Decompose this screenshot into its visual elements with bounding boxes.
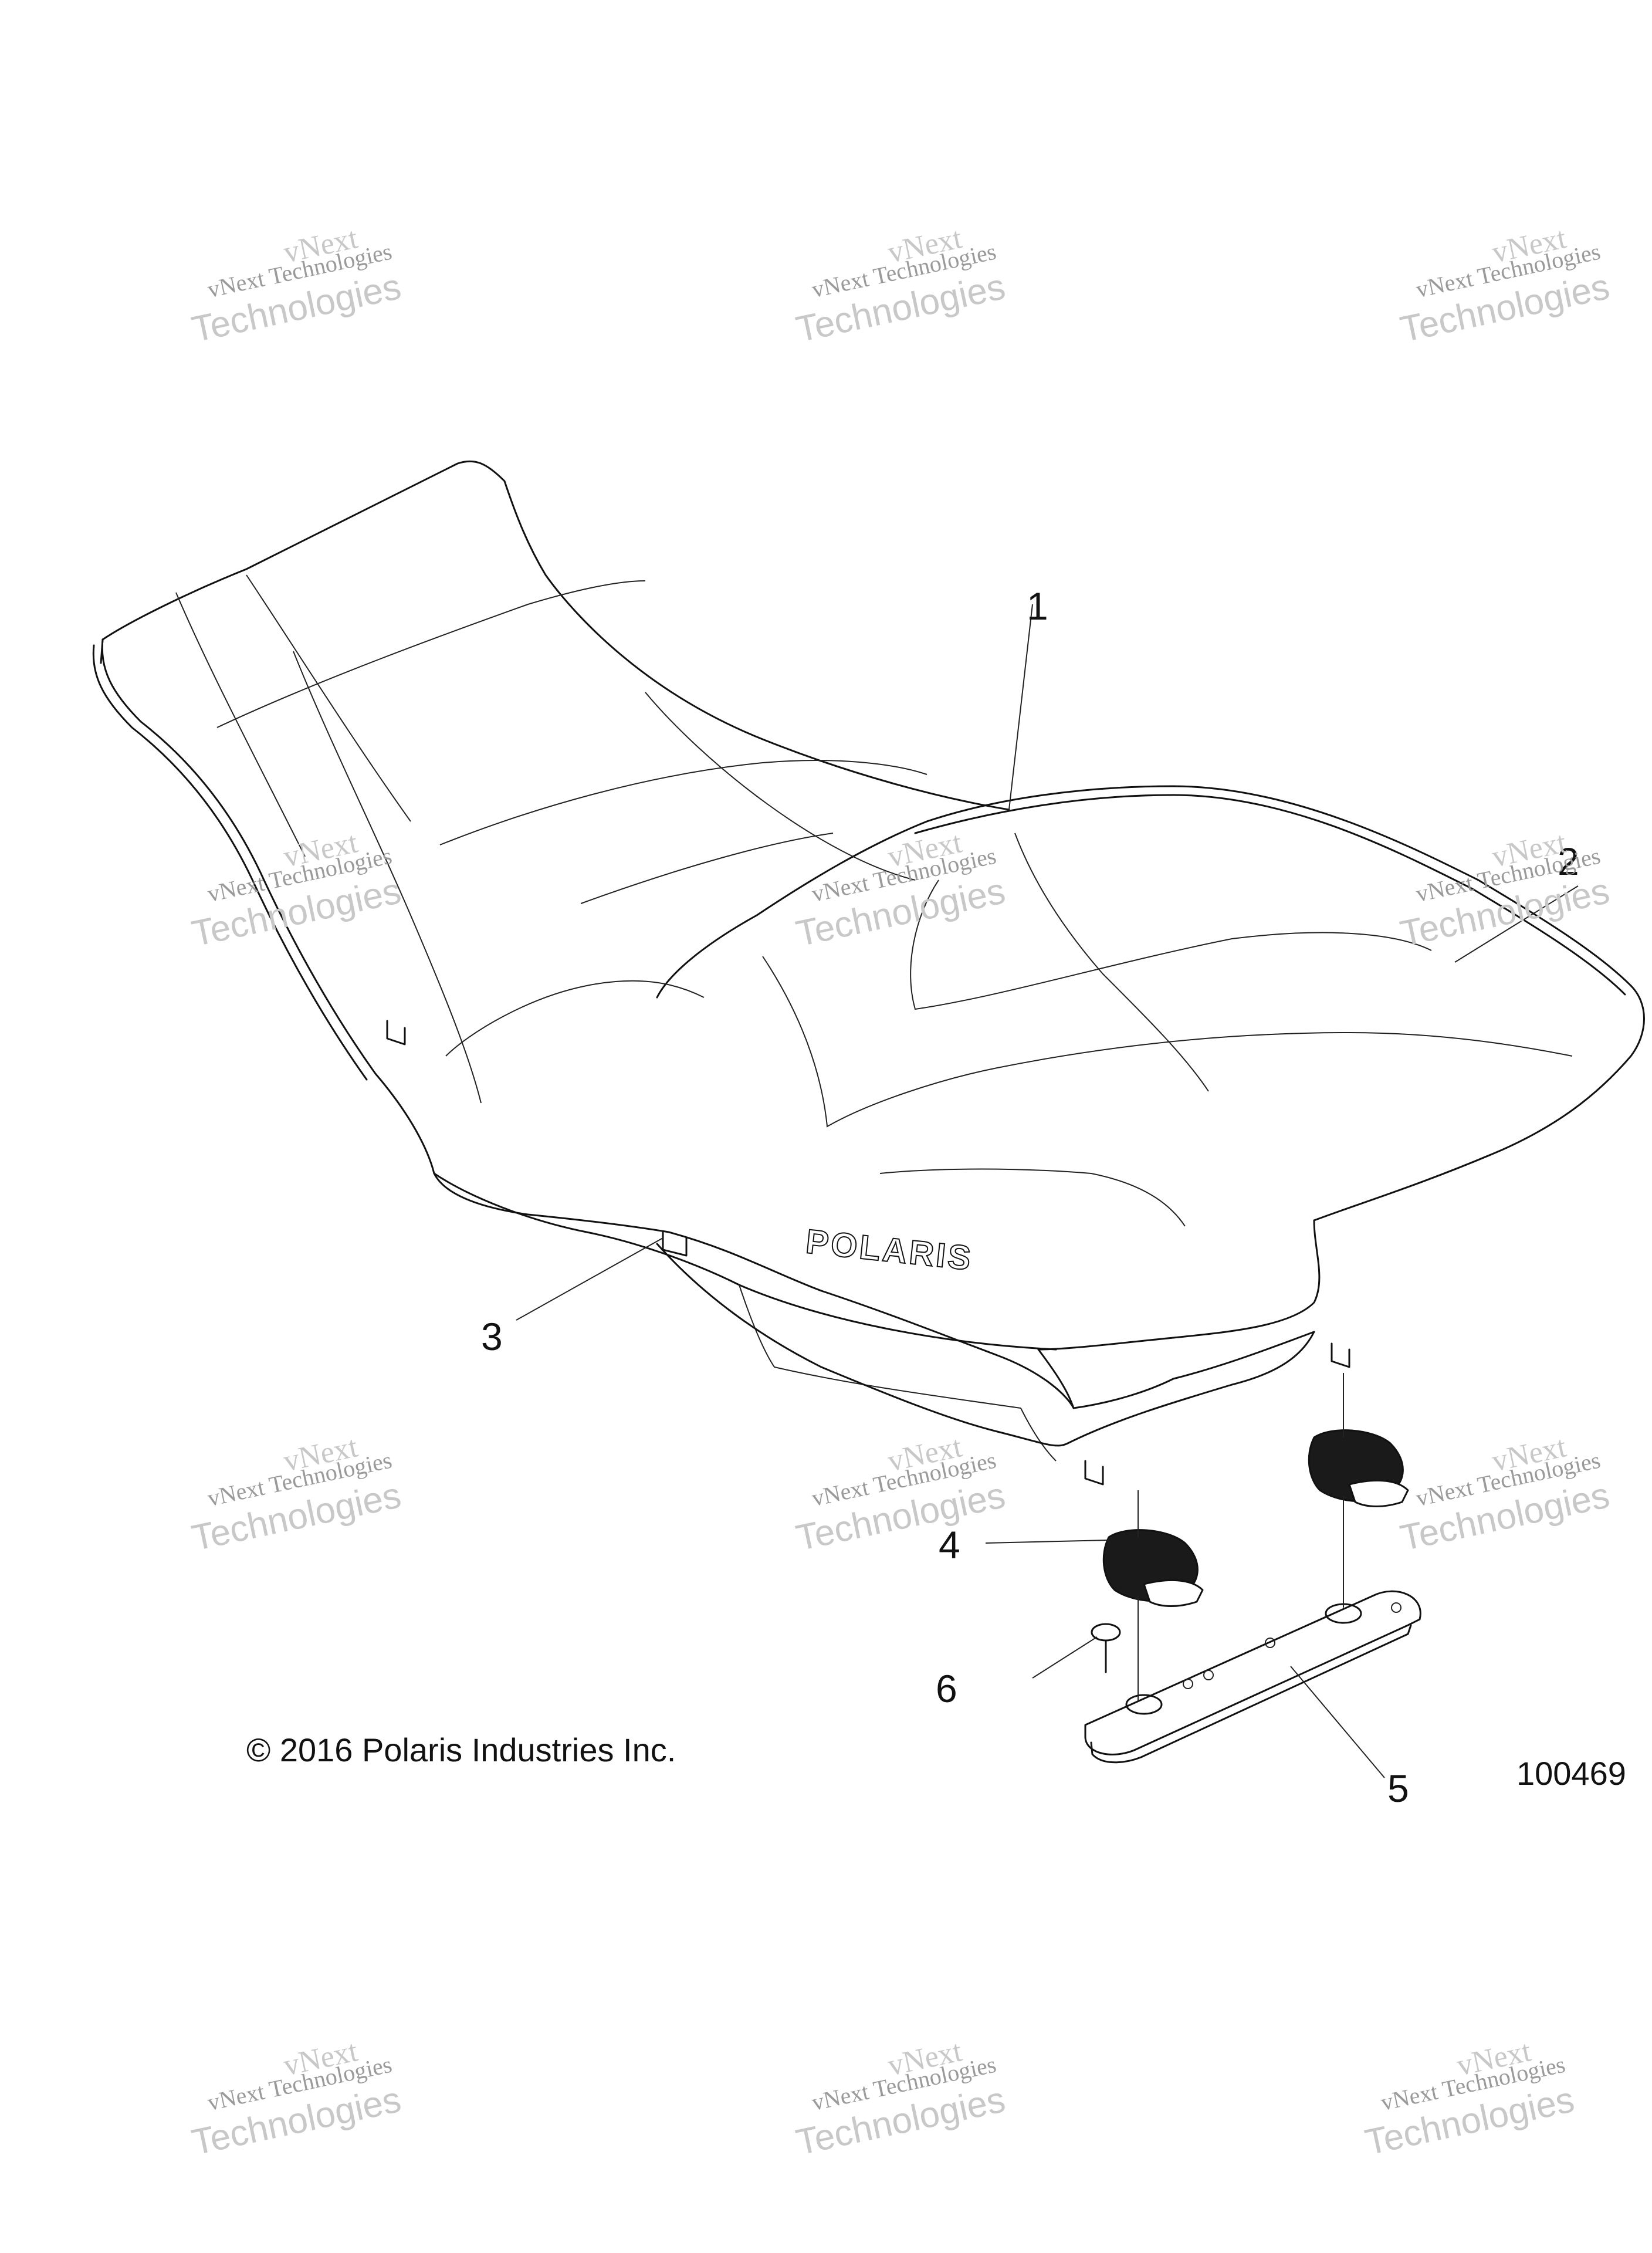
seat-outline bbox=[101, 638, 1075, 1409]
diagram-number: 100469 bbox=[1516, 1755, 1626, 1792]
callout-2: 2 bbox=[1558, 840, 1579, 883]
latch-right bbox=[1308, 1429, 1409, 1507]
polaris-logo: POLARIS bbox=[804, 1222, 976, 1278]
latch-left bbox=[1102, 1529, 1204, 1607]
mounting-bracket bbox=[1084, 1590, 1421, 1764]
callout-5: 5 bbox=[1387, 1767, 1409, 1810]
callout-1: 1 bbox=[1027, 584, 1048, 628]
copyright-notice: © 2016 Polaris Industries Inc. bbox=[246, 1731, 676, 1768]
screw bbox=[1091, 1623, 1121, 1673]
callout-4: 4 bbox=[939, 1523, 960, 1567]
callout-6: 6 bbox=[936, 1667, 957, 1710]
polaris-logo-text: POLARIS bbox=[804, 1222, 975, 1278]
callout-3: 3 bbox=[481, 1315, 503, 1358]
